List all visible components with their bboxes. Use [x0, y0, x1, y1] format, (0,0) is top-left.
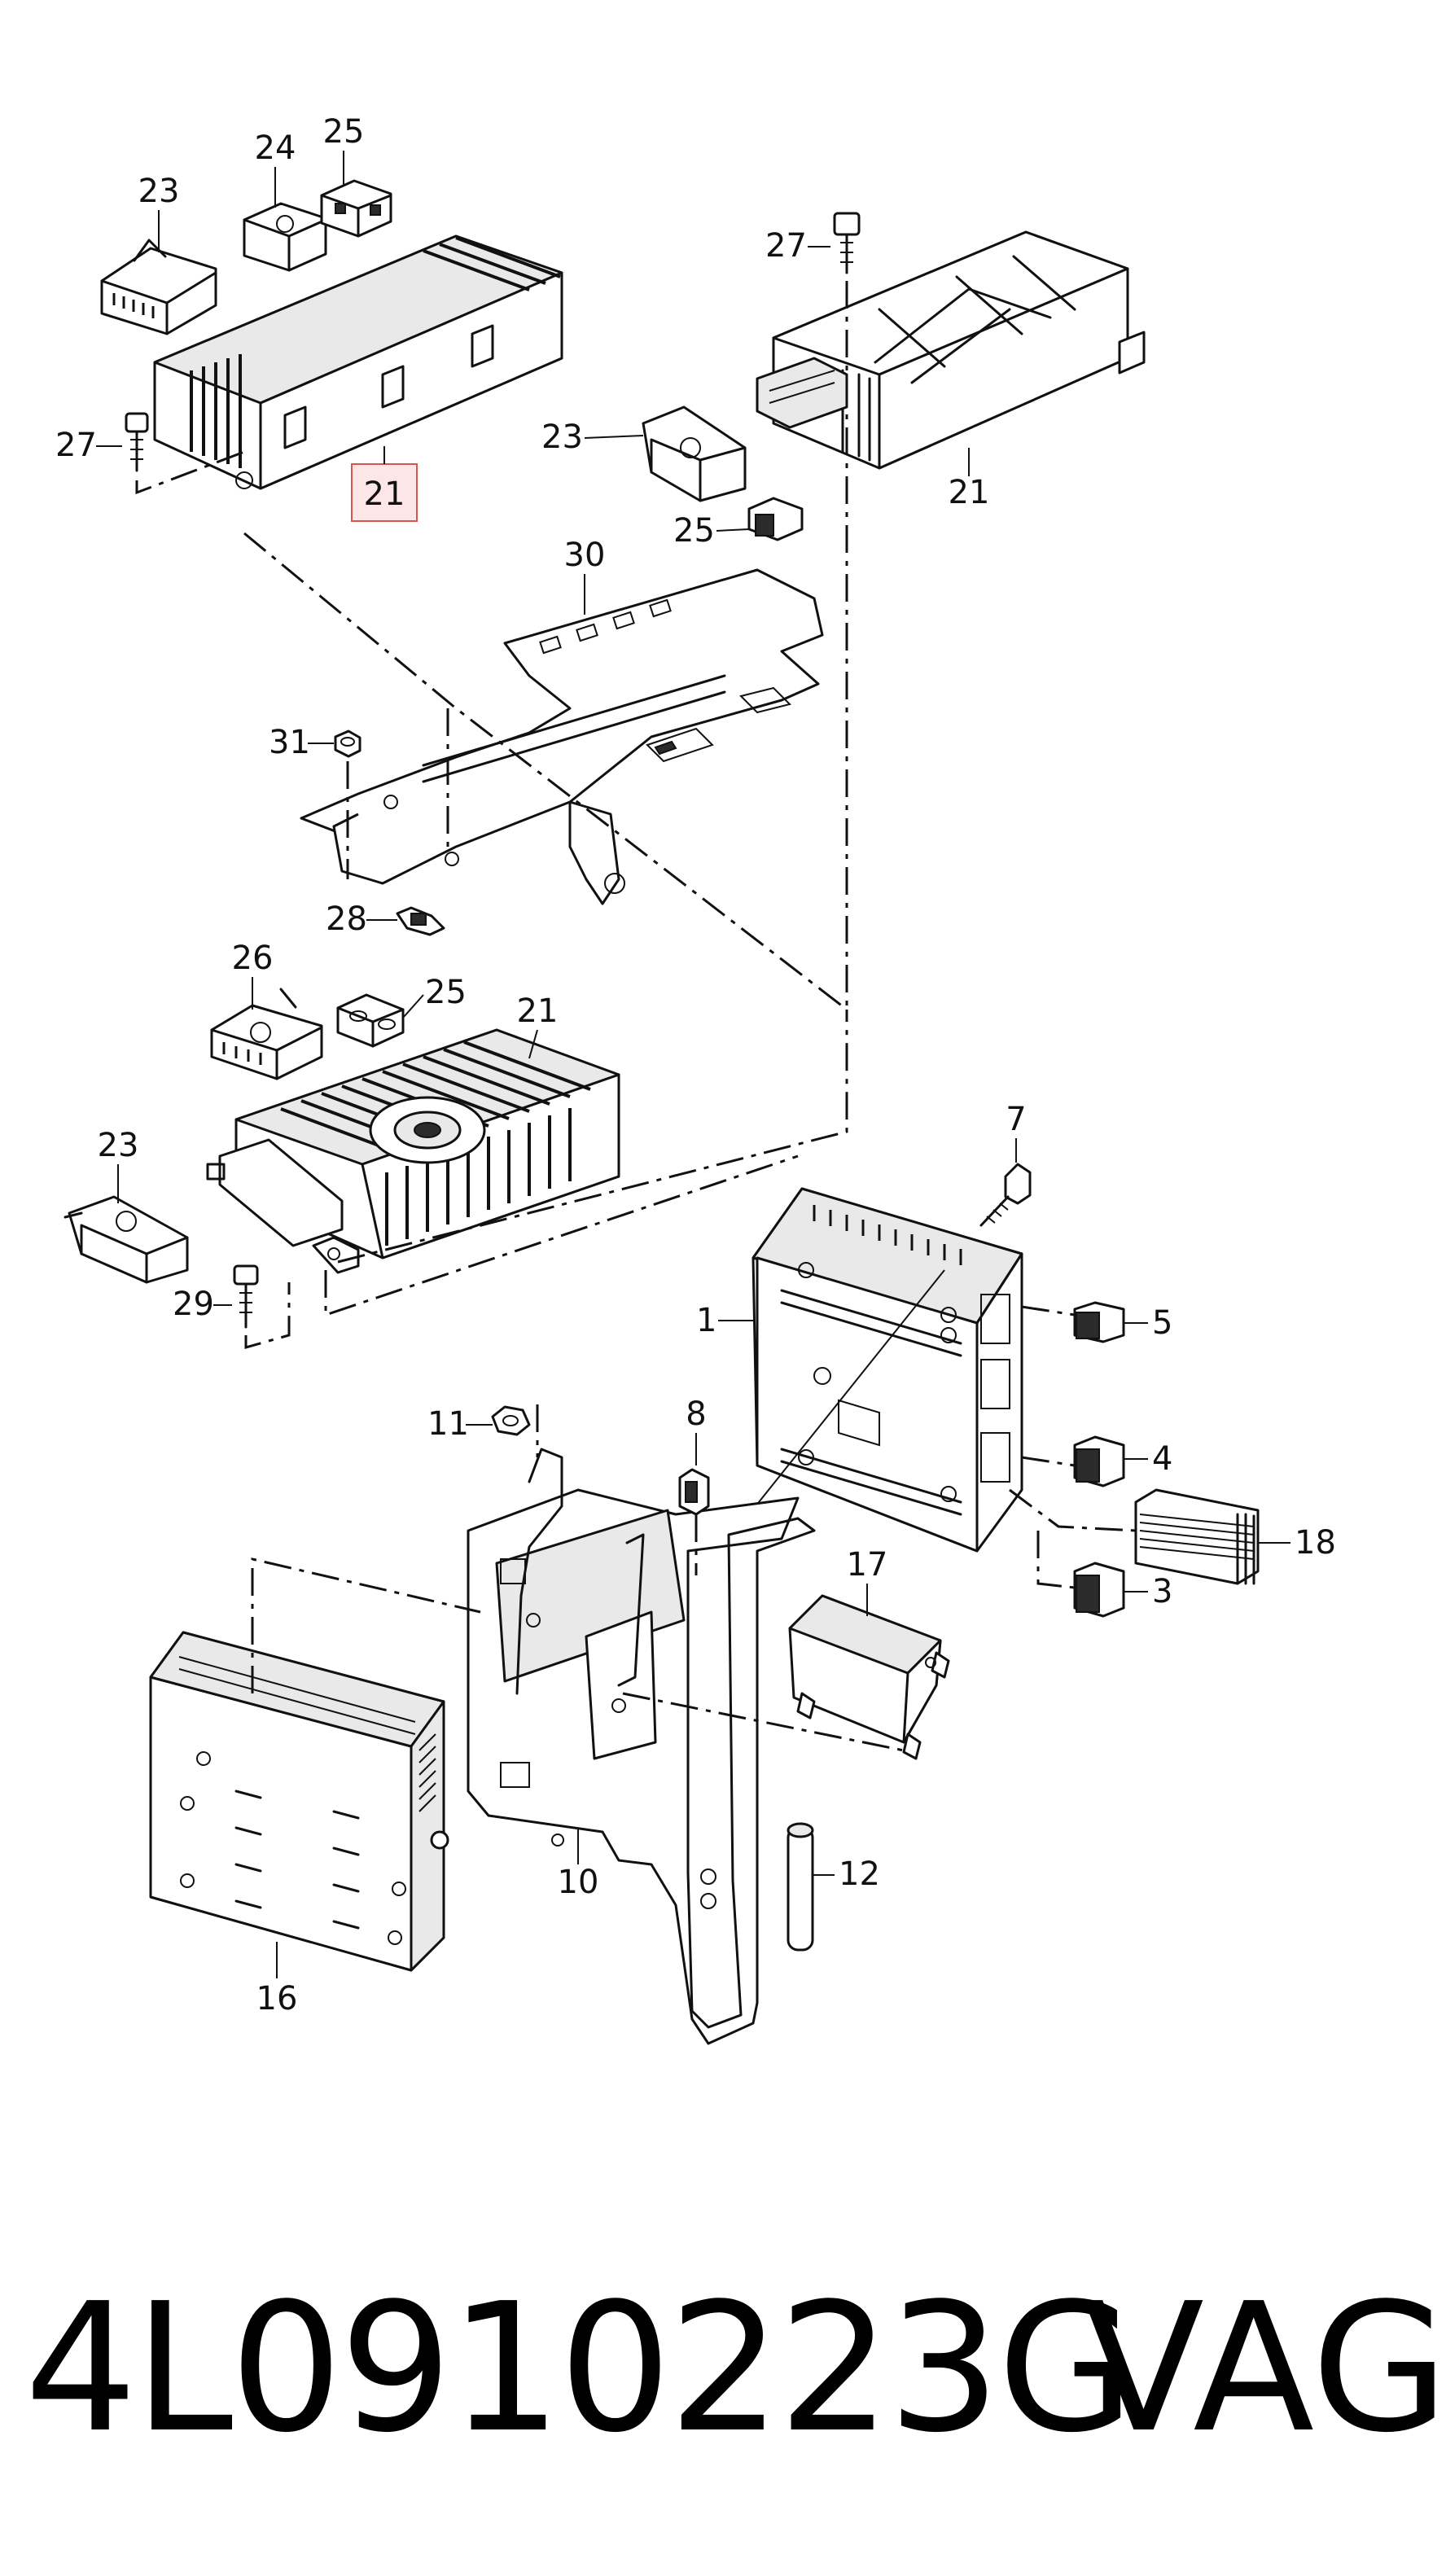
- screw-29[interactable]: [233, 1264, 259, 1329]
- amplifier-unit-top-right[interactable]: [756, 230, 1146, 470]
- cooling-fins-top-left: [190, 236, 561, 468]
- ribbon-cable-18[interactable]: [1134, 1488, 1260, 1585]
- amplifier-unit-top-left[interactable]: [153, 234, 563, 490]
- connector-ports-top-right: [756, 357, 848, 429]
- connector-25-mid[interactable]: [747, 497, 804, 541]
- label-25-top: 25: [323, 113, 365, 151]
- label-4: 4: [1152, 1440, 1172, 1478]
- label-30: 30: [564, 537, 606, 574]
- label-23-top: 23: [138, 173, 180, 210]
- label-25-low: 25: [425, 974, 467, 1011]
- connector-23-low[interactable]: [64, 1195, 189, 1284]
- label-8: 8: [686, 1395, 706, 1433]
- label-16: 16: [256, 1980, 298, 2017]
- label-21-low: 21: [517, 992, 559, 1030]
- label-24: 24: [255, 129, 296, 167]
- connector-5[interactable]: [1073, 1301, 1125, 1343]
- screw-7[interactable]: [979, 1163, 1032, 1227]
- connector-25-top[interactable]: [320, 179, 392, 238]
- mounting-bracket-30[interactable]: [300, 568, 824, 905]
- connector-4[interactable]: [1073, 1435, 1125, 1487]
- tube-12[interactable]: [787, 1822, 814, 1952]
- footer: 4L0910223G VAG: [0, 2272, 1446, 2467]
- highlight-box-21: 21: [351, 463, 418, 522]
- label-11: 11: [427, 1405, 469, 1443]
- label-1: 1: [696, 1302, 716, 1339]
- label-29: 29: [173, 1286, 214, 1323]
- label-27-left: 27: [55, 427, 97, 464]
- amplifier-unit-lower-left[interactable]: [206, 1028, 620, 1274]
- screw-27-right[interactable]: [833, 212, 861, 274]
- mounting-bracket-10[interactable]: [467, 1448, 816, 2045]
- connector-24[interactable]: [243, 202, 327, 272]
- label-17: 17: [847, 1546, 888, 1584]
- label-21-right: 21: [949, 474, 990, 511]
- connector-25-low[interactable]: [336, 993, 405, 1048]
- connector-23-top[interactable]: [100, 239, 217, 335]
- label-7: 7: [1006, 1101, 1026, 1138]
- label-23-low: 23: [98, 1127, 139, 1164]
- nut-11[interactable]: [491, 1405, 531, 1436]
- brand-name: VAG: [1083, 2266, 1446, 2472]
- connector-26[interactable]: [210, 988, 323, 1080]
- label-25-mid: 25: [673, 512, 715, 550]
- part-number: 4L0910223G: [24, 2266, 1135, 2472]
- drive-unit-16[interactable]: [149, 1631, 449, 1972]
- label-26: 26: [232, 940, 274, 977]
- label-18: 18: [1295, 1524, 1336, 1562]
- label-28: 28: [326, 900, 367, 938]
- label-27-right: 27: [765, 227, 807, 265]
- clip-28[interactable]: [396, 906, 445, 936]
- label-21-top-left: 21: [364, 475, 405, 513]
- label-23-mid: 23: [541, 418, 583, 456]
- control-module-17[interactable]: [788, 1594, 950, 1760]
- clip-8[interactable]: [678, 1468, 710, 1516]
- connector-23-mid[interactable]: [642, 405, 747, 502]
- label-10: 10: [558, 1864, 599, 1901]
- screw-27-left[interactable]: [125, 412, 149, 472]
- label-31: 31: [269, 724, 310, 761]
- label-5: 5: [1152, 1304, 1172, 1342]
- label-3: 3: [1152, 1573, 1172, 1610]
- nut-31[interactable]: [334, 729, 362, 758]
- connector-3[interactable]: [1073, 1562, 1125, 1618]
- label-12: 12: [839, 1855, 880, 1893]
- head-unit-1[interactable]: [751, 1187, 1023, 1553]
